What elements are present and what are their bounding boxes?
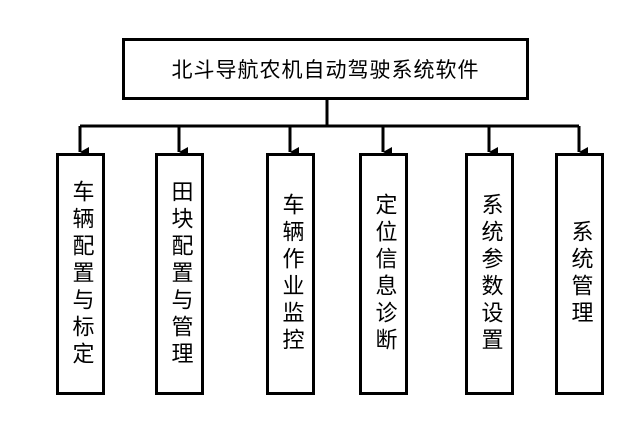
root-node: 北斗导航农机自动驾驶系统软件	[122, 38, 529, 100]
module-label: 车辆配置与标定	[68, 179, 94, 369]
root-node-label: 北斗导航农机自动驾驶系统软件	[171, 58, 480, 82]
module-field-config-management: 田块配置与管理	[155, 153, 204, 395]
module-label: 定位信息诊断	[371, 193, 397, 355]
module-label: 田块配置与管理	[167, 179, 193, 369]
module-label: 系统参数设置	[477, 193, 503, 355]
module-system-management: 系统管理	[555, 153, 604, 395]
module-label: 车辆作业监控	[278, 193, 304, 355]
module-vehicle-operation-monitoring: 车辆作业监控	[266, 153, 315, 395]
module-system-parameter-settings: 系统参数设置	[465, 153, 514, 395]
module-vehicle-config-calibration: 车辆配置与标定	[56, 153, 105, 395]
module-label: 系统管理	[567, 220, 593, 328]
module-positioning-diagnosis: 定位信息诊断	[359, 153, 408, 395]
